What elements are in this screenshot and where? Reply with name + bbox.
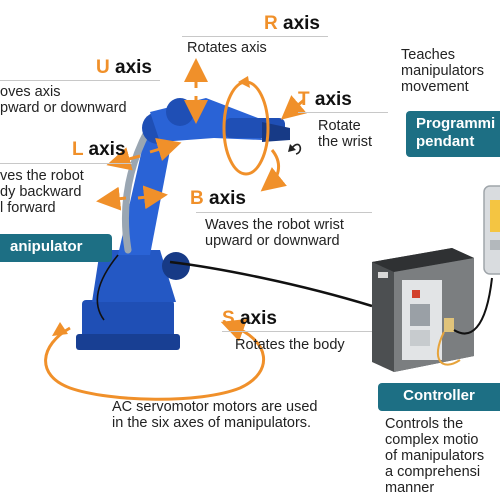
l-axis-description: ves the robot dy backward l forward [0, 168, 84, 216]
manipulator-label: anipulator [0, 234, 112, 262]
r-axis-rotation-arrow [222, 76, 270, 176]
robot-base [76, 250, 190, 350]
s-axis-rule [222, 331, 372, 332]
b-axis-title: B axis [190, 188, 246, 209]
controller-note: Controls the complex motio of manipulato… [385, 416, 485, 496]
r-axis-title: R axis [264, 13, 320, 34]
l-axis-title: L axis [72, 139, 126, 160]
controller-label: Controller [378, 383, 500, 411]
b-axis-description: Waves the robot wrist upward or downward [205, 217, 344, 249]
s-axis-rotation-arrow [44, 318, 266, 401]
b-axis-rule [196, 212, 372, 213]
t-axis-title: T axis [298, 89, 352, 110]
s-axis-title: S axis [222, 308, 277, 329]
servomotor-note: AC servomotor motors are used in the six… [112, 399, 318, 431]
t-axis-rule [298, 112, 388, 113]
programming-pendant-label: Programmi pendant [406, 111, 500, 157]
l-axis-arrow [106, 137, 182, 171]
r-axis-rule [182, 36, 328, 37]
robot-base-cable [96, 254, 119, 321]
l-axis-side-arrow [96, 185, 168, 211]
pendant-cable [453, 277, 493, 335]
l-axis-rule [0, 163, 132, 164]
programming-pendant [483, 185, 500, 275]
t-axis-rotation-arrow [288, 143, 302, 155]
power-cable [436, 331, 461, 366]
u-axis-rule [0, 80, 160, 81]
u-axis-description: oves axis pward or downward [0, 84, 127, 116]
r-axis-description: Rotates axis [187, 40, 267, 56]
controller-cabinet [372, 248, 474, 372]
t-axis-arrow [280, 95, 307, 120]
t-axis-description: Rotate the wrist [318, 118, 372, 150]
pendant-note: Teaches manipulators movement [401, 47, 485, 95]
robot-controller-cable [169, 260, 373, 308]
s-axis-description: Rotates the body [235, 337, 345, 353]
u-axis-title: U axis [96, 57, 152, 78]
b-axis-arrow [260, 149, 287, 192]
